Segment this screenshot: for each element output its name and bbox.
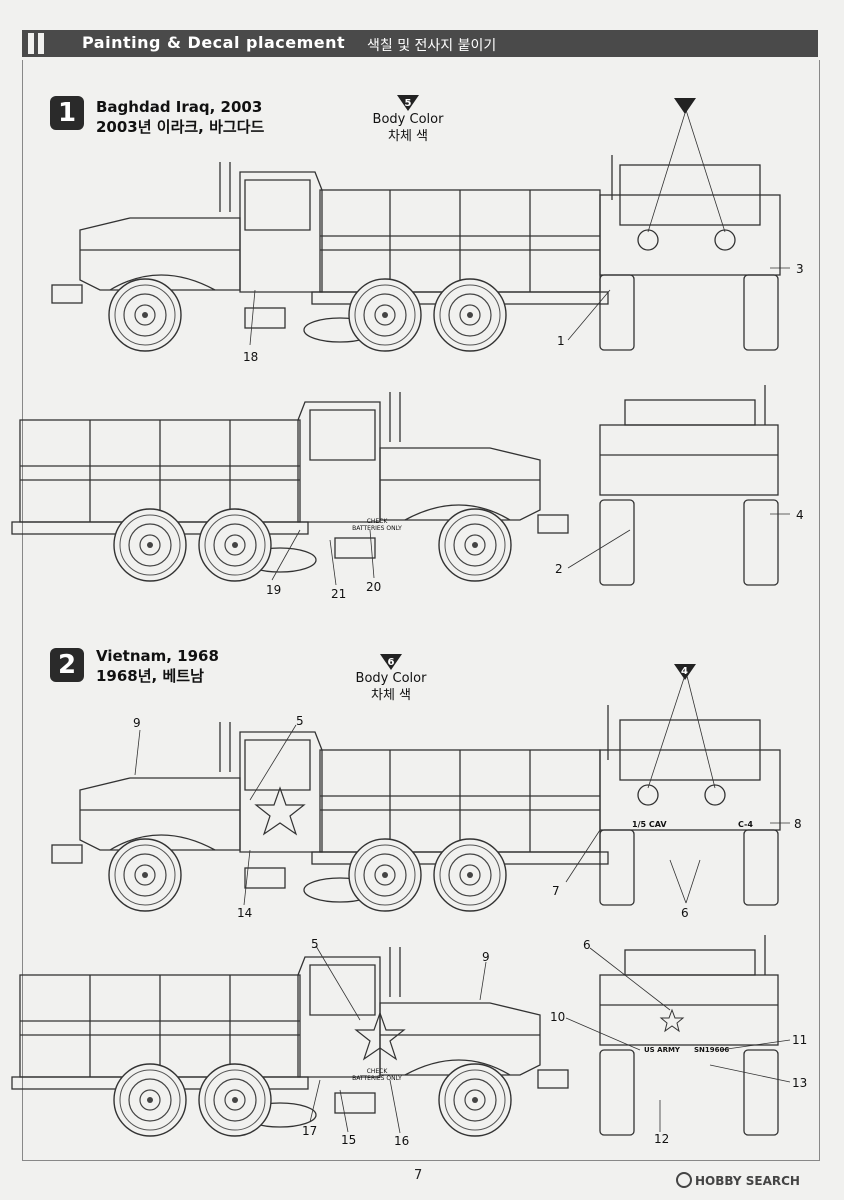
callout-16: 16 xyxy=(394,1134,410,1148)
callout-5: 5 xyxy=(311,937,319,951)
page-frame xyxy=(22,60,820,1161)
callout-21: 21 xyxy=(331,587,347,601)
callout-10: 10 xyxy=(550,1010,566,1024)
callout-4: 4 xyxy=(681,666,688,677)
decal-check-batteries: CHECK BATTERIES ONLY xyxy=(352,1068,402,1082)
color-code-triangle-icon xyxy=(674,98,696,114)
hobby-search-logo-icon xyxy=(676,1172,692,1188)
color-code-triangle-icon xyxy=(674,664,696,680)
version-2-badge: 2 xyxy=(50,648,84,682)
version-1-title: Baghdad Iraq, 2003 2003년 이라크, 바그다드 xyxy=(96,98,265,136)
page-number: 7 xyxy=(414,1168,423,1183)
callout-8: 8 xyxy=(794,817,802,831)
decal-check-batteries: CHECK BATTERIES ONLY xyxy=(352,518,402,532)
callout-17: 17 xyxy=(302,1124,318,1138)
callout-14: 14 xyxy=(237,906,253,920)
version-2-body-color: 6 Body Color 차체 색 xyxy=(349,654,433,704)
color-code-triangle-icon: 5 xyxy=(397,95,419,111)
version-1-badge: 1 xyxy=(50,96,84,130)
callout-13: 13 xyxy=(792,1076,808,1090)
version-1-body-color: 5 Body Color 차체 색 xyxy=(366,95,450,145)
section-header: Painting & Decal placement 색칠 및 전사지 붙이기 xyxy=(22,30,818,57)
callout-4: 4 xyxy=(796,508,804,522)
version-2-title: Vietnam, 1968 1968년, 베트남 xyxy=(96,647,219,685)
callout-2: 2 xyxy=(555,562,563,576)
callout-11: 11 xyxy=(792,1033,808,1047)
color-code-triangle-icon: 6 xyxy=(380,654,402,670)
callout-12: 12 xyxy=(654,1132,670,1146)
section-title-korean: 색칠 및 전사지 붙이기 xyxy=(367,38,497,54)
callout-1: 1 xyxy=(557,334,565,348)
decal-serial: SN19606 xyxy=(694,1046,730,1054)
decal-us-army: US ARMY xyxy=(644,1046,681,1054)
watermark: HOBBY SEARCH xyxy=(676,1172,800,1188)
decal-c4: C-4 xyxy=(738,820,753,829)
callout-7: 7 xyxy=(552,884,560,898)
callout-19: 19 xyxy=(266,583,282,597)
callout-18: 18 xyxy=(243,350,259,364)
callout-9: 9 xyxy=(133,716,141,730)
callout-6: 6 xyxy=(681,906,689,920)
callout-9: 9 xyxy=(482,950,490,964)
callout-6: 6 xyxy=(583,938,591,952)
header-bars-icon xyxy=(28,33,56,54)
callout-20: 20 xyxy=(366,580,382,594)
section-title: Painting & Decal placement xyxy=(82,33,346,52)
decal-unit-marking: 1/5 CAV xyxy=(632,820,667,829)
callout-5: 5 xyxy=(296,714,304,728)
callout-3: 3 xyxy=(796,262,804,276)
callout-15: 15 xyxy=(341,1133,357,1147)
